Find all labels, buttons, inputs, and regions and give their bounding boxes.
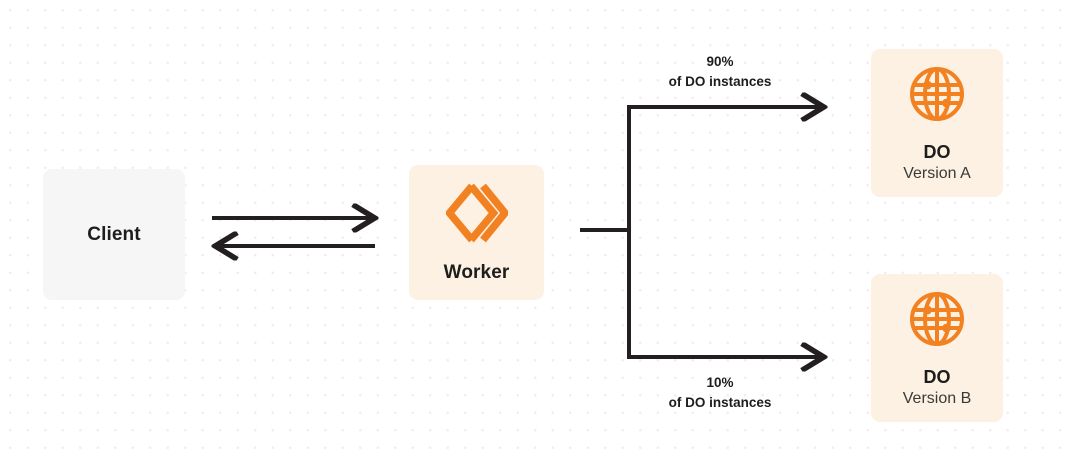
- node-do-a-sublabel: Version A: [903, 165, 971, 183]
- edge-label-do-b: 10% of DO instances: [620, 373, 820, 412]
- cloudflare-workers-icon: [444, 183, 510, 248]
- node-do-b-label: DO: [923, 367, 951, 388]
- edge-label-do-a-description: of DO instances: [668, 73, 772, 89]
- node-do-a-label: DO: [923, 142, 951, 163]
- node-worker[interactable]: Worker: [409, 165, 544, 300]
- node-worker-label: Worker: [443, 262, 510, 283]
- edge-label-do-b-description: of DO instances: [668, 394, 772, 410]
- edge-label-do-a-percent: 90%: [706, 54, 734, 69]
- node-do-version-b[interactable]: DO Version B: [871, 274, 1003, 422]
- node-do-version-a[interactable]: DO Version A: [871, 49, 1003, 197]
- node-do-b-sublabel: Version B: [902, 390, 972, 408]
- edge-label-do-b-percent: 10%: [706, 375, 734, 390]
- node-client-label: Client: [87, 223, 141, 245]
- node-client[interactable]: Client: [43, 169, 185, 300]
- globe-icon: [908, 290, 966, 353]
- edge-label-do-a: 90% of DO instances: [620, 52, 820, 91]
- globe-icon: [908, 65, 966, 128]
